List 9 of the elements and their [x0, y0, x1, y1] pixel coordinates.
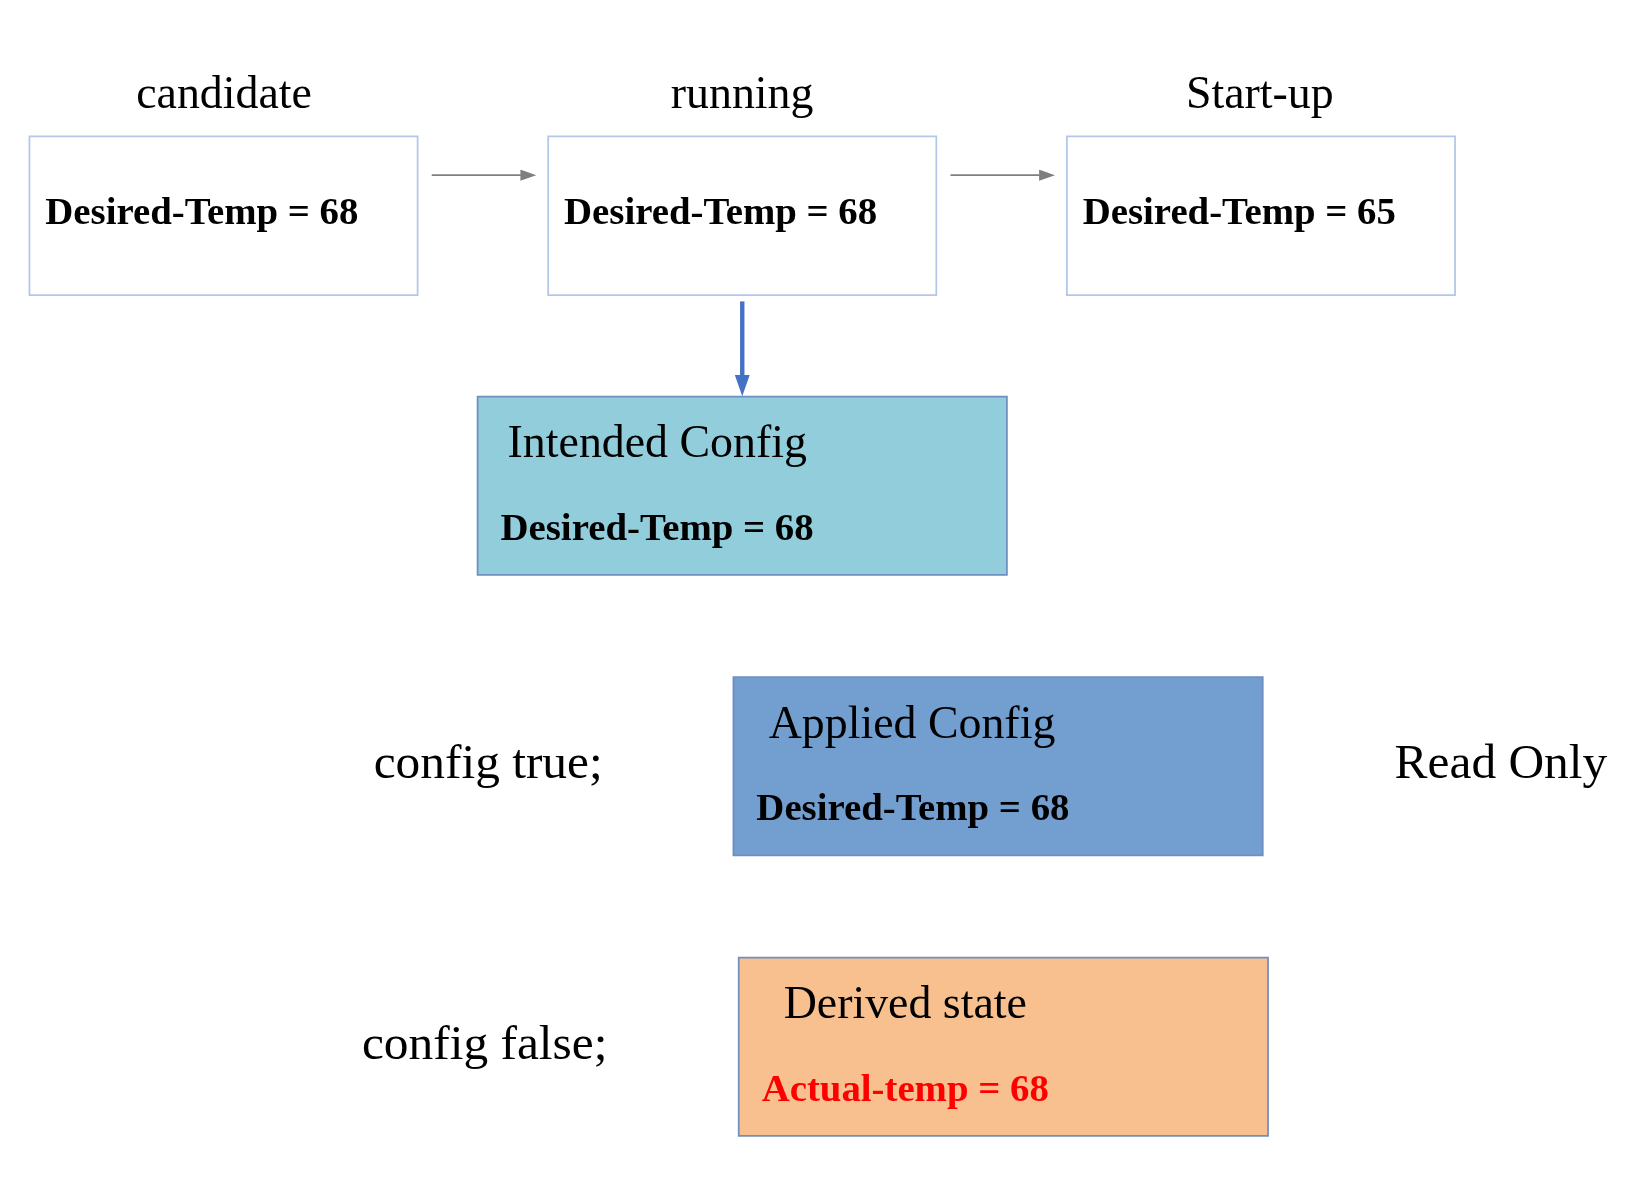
- label: Read Only: [1394, 733, 1608, 789]
- arrow: [734, 300, 750, 396]
- node-label: candidate: [136, 66, 312, 118]
- node-label: running: [670, 66, 814, 118]
- arrow: [430, 169, 537, 181]
- label: config false;: [361, 1014, 608, 1070]
- label: config true;: [373, 733, 603, 789]
- arrow: [949, 169, 1055, 181]
- node-label: Start-up: [1185, 66, 1334, 118]
